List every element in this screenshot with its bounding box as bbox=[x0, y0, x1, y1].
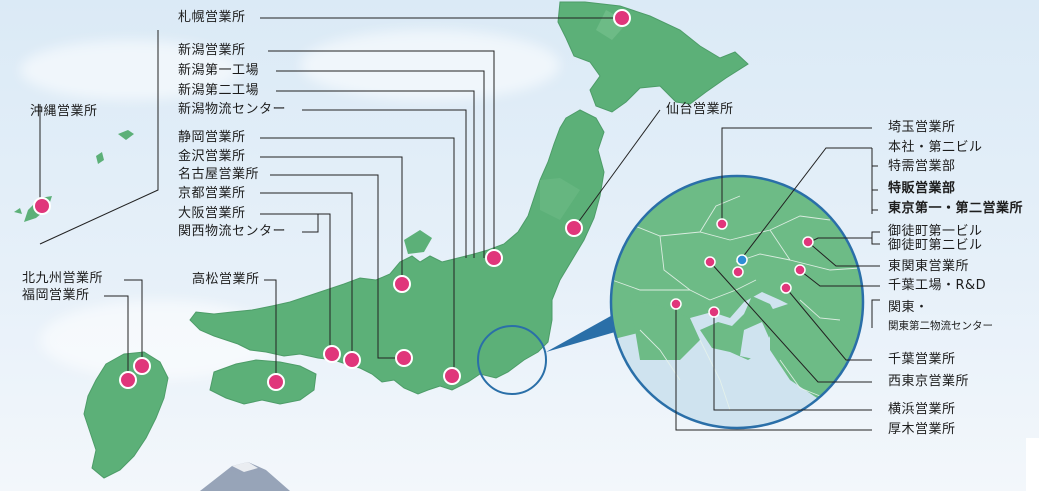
marker-nagoya bbox=[395, 349, 413, 367]
label-tokyo: 東京第一・第二営業所 bbox=[888, 201, 1024, 216]
marker-osaka bbox=[323, 345, 341, 363]
label-niigata: 新潟営業所 bbox=[178, 43, 246, 58]
marker-okinawa bbox=[33, 197, 51, 215]
label-kanazawa: 金沢営業所 bbox=[178, 149, 246, 164]
label-okinawa: 沖縄営業所 bbox=[30, 104, 98, 119]
label-chiba-factory: 千葉工場・R&D bbox=[888, 278, 987, 293]
label-niigata-factory1: 新潟第一工場 bbox=[178, 63, 260, 78]
marker-takamatsu bbox=[267, 373, 285, 391]
marker-atsugi bbox=[670, 298, 682, 310]
label-niigata-logistics: 新潟物流センター bbox=[178, 102, 287, 117]
tokyo-area-highlight bbox=[477, 325, 547, 395]
marker-chiba-factory bbox=[794, 264, 806, 276]
inset-markers bbox=[670, 218, 814, 318]
label-fukuoka: 福岡営業所 bbox=[22, 288, 90, 303]
label-niigata-factory2: 新潟第二工場 bbox=[178, 83, 260, 98]
label-shizuoka: 静岡営業所 bbox=[178, 130, 246, 145]
honshu-landmass bbox=[189, 109, 605, 395]
leader-lines bbox=[39, 17, 880, 431]
label-tokuju: 特需営業部 bbox=[888, 159, 956, 174]
label-kanto: 関東・ bbox=[888, 300, 929, 315]
label-takamatsu: 高松営業所 bbox=[192, 272, 260, 287]
kanto-inset-map bbox=[611, 176, 863, 428]
marker-higashikanto bbox=[802, 236, 814, 248]
marker-sapporo bbox=[613, 9, 631, 27]
marker-fukuoka bbox=[119, 371, 137, 389]
label-okachimachi1: 御徒町第一ビル bbox=[888, 224, 983, 239]
label-tokuhan: 特販営業部 bbox=[888, 181, 956, 196]
label-higashikanto: 東関東営業所 bbox=[888, 259, 970, 274]
marker-niigata bbox=[485, 249, 503, 267]
shikoku-landmass bbox=[209, 359, 317, 405]
marker-kanazawa bbox=[393, 275, 411, 293]
cloud-decoration bbox=[300, 30, 560, 100]
marker-yokohama bbox=[708, 306, 720, 318]
marker-kyoto bbox=[343, 351, 361, 369]
marker-chiba bbox=[780, 282, 792, 294]
marker-sendai bbox=[565, 219, 583, 237]
mountain-decoration bbox=[200, 462, 290, 491]
marker-kitakyushu bbox=[133, 357, 151, 375]
office-markers bbox=[33, 9, 631, 391]
label-sapporo: 札幌営業所 bbox=[178, 10, 246, 25]
corner-panel bbox=[1026, 438, 1039, 491]
label-saitama: 埼玉営業所 bbox=[888, 120, 956, 135]
label-yokohama: 横浜営業所 bbox=[888, 402, 956, 417]
label-kansai-logistics: 関西物流センター bbox=[178, 224, 287, 239]
kyushu-landmass bbox=[83, 351, 169, 479]
marker-honsha bbox=[736, 254, 748, 266]
label-kitakyushu: 北九州営業所 bbox=[22, 271, 104, 286]
label-nagoya: 名古屋営業所 bbox=[178, 167, 260, 182]
inset-connector bbox=[546, 312, 622, 352]
marker-nishitokyo bbox=[704, 256, 716, 268]
label-osaka: 大阪営業所 bbox=[178, 206, 246, 221]
marker-shizuoka bbox=[443, 367, 461, 385]
kanto-inset-border bbox=[609, 174, 865, 430]
label-nishitokyo: 西東京営業所 bbox=[888, 374, 970, 389]
label-honsha: 本社・第二ビル bbox=[888, 140, 983, 155]
label-okachimachi2: 御徒町第二ビル bbox=[888, 238, 983, 253]
label-sendai: 仙台営業所 bbox=[666, 102, 734, 117]
marker-saitama bbox=[716, 218, 728, 230]
label-kyoto: 京都営業所 bbox=[178, 186, 246, 201]
cloud-decoration bbox=[20, 40, 240, 100]
label-kanto-logistics2: 関東第二物流センター bbox=[888, 320, 993, 332]
label-chiba: 千葉営業所 bbox=[888, 352, 956, 367]
label-atsugi: 厚木営業所 bbox=[888, 422, 956, 437]
marker-tokyo bbox=[732, 266, 744, 278]
